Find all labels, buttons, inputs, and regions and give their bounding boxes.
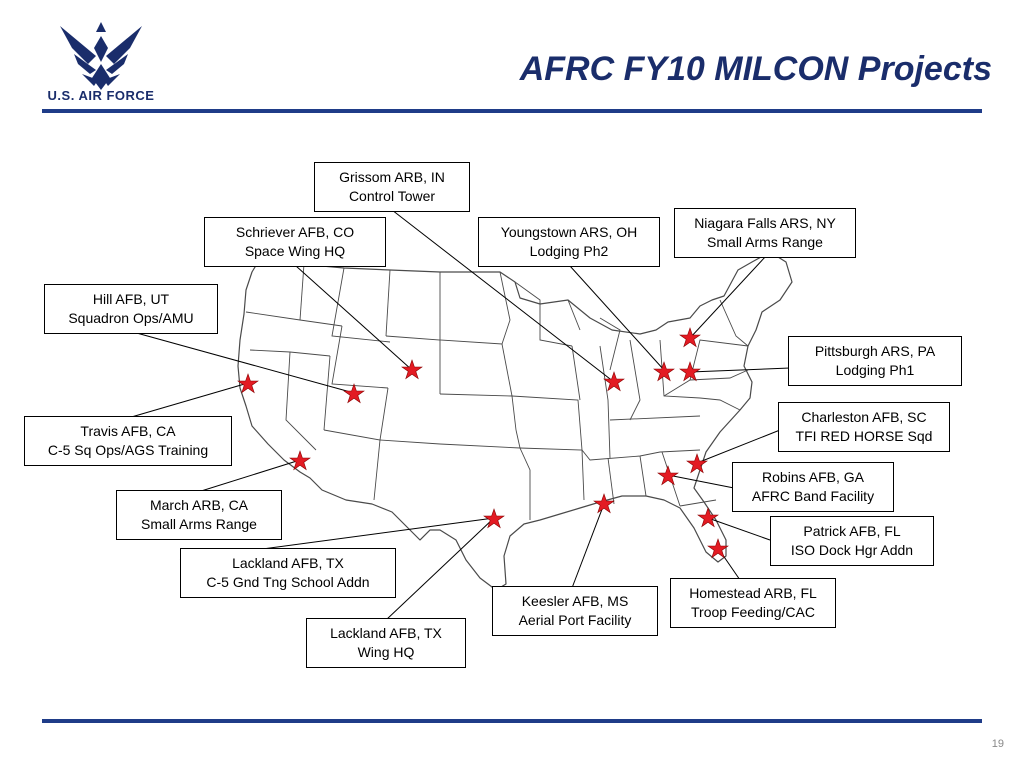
site-project: Small Arms Range — [707, 234, 823, 250]
label-travis: Travis AFB, CA C-5 Sq Ops/AGS Training — [24, 416, 232, 466]
label-patrick: Patrick AFB, FL ISO Dock Hgr Addn — [770, 516, 934, 566]
site-name: Charleston AFB, SC — [801, 409, 927, 425]
star-marker-pittsburgh — [679, 361, 701, 382]
site-name: Hill AFB, UT — [92, 291, 170, 307]
star-marker-lackland — [483, 508, 505, 529]
site-name: Patrick AFB, FL — [803, 523, 901, 539]
site-name: Robins AFB, GA — [762, 469, 864, 485]
site-name: Travis AFB, CA — [80, 423, 176, 439]
star-marker-grissom — [603, 371, 625, 392]
label-homestead: Homestead ARB, FL Troop Feeding/CAC — [670, 578, 836, 628]
site-project: ISO Dock Hgr Addn — [790, 542, 914, 558]
site-project: C-5 Sq Ops/AGS Training — [47, 442, 209, 458]
label-grissom: Grissom ARB, IN Control Tower — [314, 162, 470, 212]
label-niagara: Niagara Falls ARS, NY Small Arms Range — [674, 208, 856, 258]
star-marker-keesler — [593, 493, 615, 514]
star-marker-schriever — [401, 359, 423, 380]
site-project: Troop Feeding/CAC — [691, 604, 815, 620]
star-marker-niagara — [679, 327, 701, 348]
label-charleston: Charleston AFB, SC TFI RED HORSE Sqd — [778, 402, 950, 452]
star-marker-hill — [343, 383, 365, 404]
site-name: Niagara Falls ARS, NY — [694, 215, 836, 231]
site-project: Space Wing HQ — [244, 243, 346, 259]
top-divider — [42, 109, 982, 113]
label-youngstown: Youngstown ARS, OH Lodging Ph2 — [478, 217, 660, 267]
label-lackland-wing: Lackland AFB, TX Wing HQ — [306, 618, 466, 668]
label-march: March ARB, CA Small Arms Range — [116, 490, 282, 540]
site-project: AFRC Band Facility — [751, 488, 875, 504]
label-robins: Robins AFB, GA AFRC Band Facility — [732, 462, 894, 512]
star-marker-charleston — [686, 453, 708, 474]
leader-lines — [127, 209, 791, 621]
site-project: Small Arms Range — [141, 516, 257, 532]
site-project: Squadron Ops/AMU — [68, 310, 194, 326]
page-number: 19 — [991, 738, 1004, 750]
site-markers — [237, 327, 729, 559]
site-project: TFI RED HORSE Sqd — [795, 428, 933, 444]
site-name: Homestead ARB, FL — [689, 585, 817, 601]
star-marker-march — [289, 450, 311, 471]
star-marker-youngstown — [653, 361, 675, 382]
site-name: Schriever AFB, CO — [235, 224, 355, 240]
state-borders — [245, 263, 749, 541]
label-lackland-school: Lackland AFB, TX C-5 Gnd Tng School Addn — [180, 548, 396, 598]
star-marker-patrick — [697, 507, 719, 528]
site-name: March ARB, CA — [149, 497, 249, 513]
bottom-divider — [42, 719, 982, 723]
site-project: Wing HQ — [357, 644, 415, 660]
label-schriever: Schriever AFB, CO Space Wing HQ — [204, 217, 386, 267]
logo-text: U.S. AIR FORCE — [47, 88, 155, 103]
site-name: Lackland AFB, TX — [232, 555, 344, 571]
site-project: Control Tower — [348, 188, 436, 204]
star-marker-homestead — [707, 538, 729, 559]
site-name: Youngstown ARS, OH — [500, 224, 638, 240]
label-pittsburgh: Pittsburgh ARS, PA Lodging Ph1 — [788, 336, 962, 386]
site-project: Aerial Port Facility — [518, 612, 632, 628]
site-name: Pittsburgh ARS, PA — [814, 343, 936, 359]
site-name: Keesler AFB, MS — [521, 593, 629, 609]
site-project: Lodging Ph2 — [529, 243, 609, 259]
site-name: Lackland AFB, TX — [330, 625, 442, 641]
site-project: Lodging Ph1 — [835, 362, 915, 378]
star-marker-robins — [657, 465, 679, 486]
label-hill: Hill AFB, UT Squadron Ops/AMU — [44, 284, 218, 334]
air-force-logo — [60, 22, 142, 90]
star-marker-travis — [237, 373, 259, 394]
label-keesler: Keesler AFB, MS Aerial Port Facility — [492, 586, 658, 636]
page-title: AFRC FY10 MILCON Projects — [519, 50, 992, 88]
site-project: C-5 Gnd Tng School Addn — [206, 574, 370, 590]
site-name: Grissom ARB, IN — [339, 169, 445, 185]
